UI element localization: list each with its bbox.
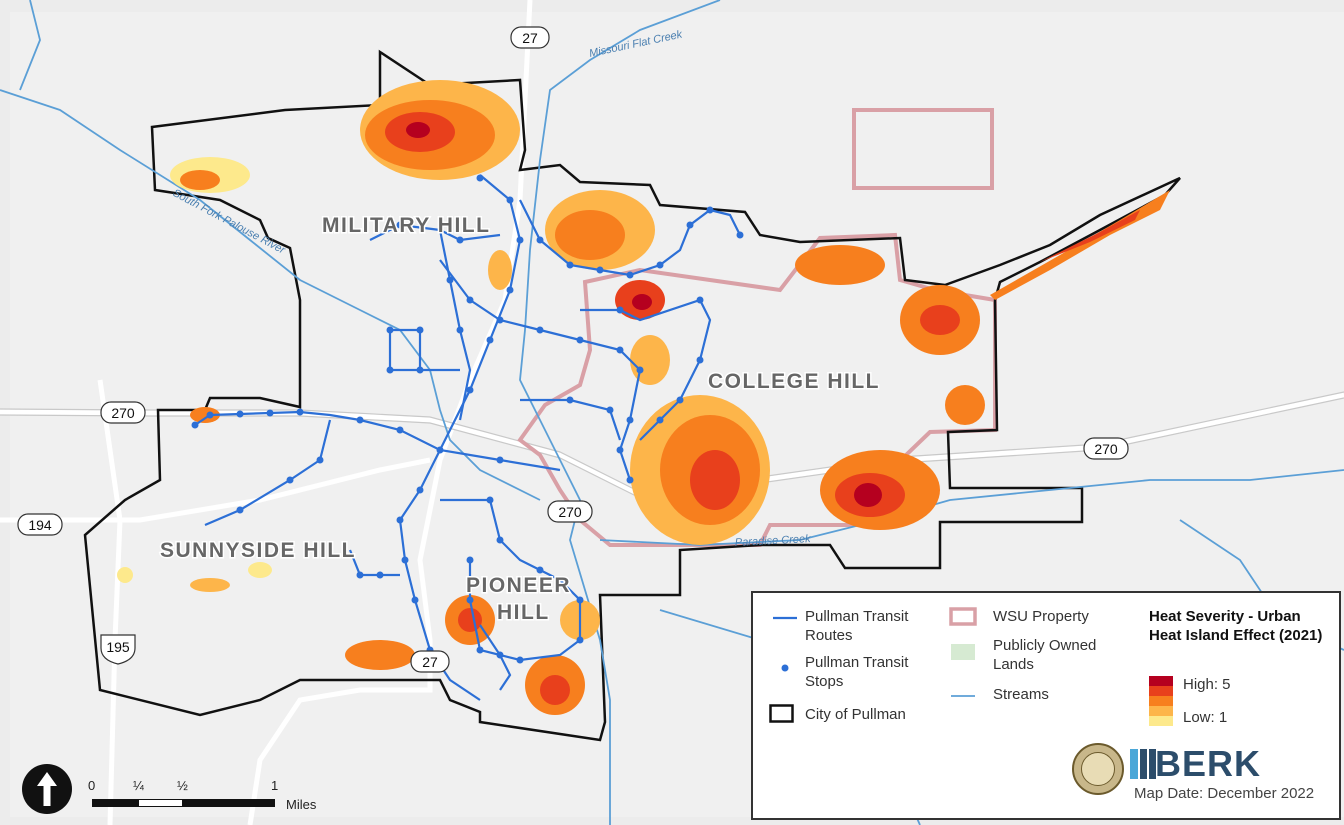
legend-stops-label: Pullman Transit Stops xyxy=(805,654,909,690)
legend-public-symbol xyxy=(951,644,975,660)
scale-segment-2 xyxy=(138,799,183,807)
legend-public-label: Publicly Owned Lands xyxy=(993,637,1097,673)
transit-stops xyxy=(191,174,744,664)
shield-270-west: 270 xyxy=(100,401,146,424)
scale-tick-1: 1 xyxy=(271,778,279,793)
legend-heat-title: Heat Severity - Urban Heat Island Effect… xyxy=(1149,608,1323,644)
highway-edges xyxy=(0,391,1344,504)
legend-heat-high: High: 5 xyxy=(1183,676,1231,693)
legend-wsu-symbol xyxy=(949,607,977,626)
berk-logo-text: BERK xyxy=(1155,743,1262,784)
city-boundary xyxy=(83,49,1181,742)
svg-text:270: 270 xyxy=(558,504,582,520)
label-college-hill: COLLEGE HILL xyxy=(708,370,880,393)
north-arrow-icon xyxy=(22,764,72,814)
shield-27-bottom: 27 xyxy=(410,650,450,673)
svg-text:270: 270 xyxy=(111,405,135,421)
shield-270-center: 270 xyxy=(547,500,593,523)
scale-unit: Miles xyxy=(286,797,317,812)
heat-island-layer xyxy=(117,80,1170,715)
map-date: Map Date: December 2022 xyxy=(1134,785,1315,802)
legend-wsu-label: WSU Property xyxy=(993,608,1089,625)
label-pioneer: PIONEER xyxy=(466,574,571,597)
svg-text:195: 195 xyxy=(106,639,130,655)
legend-stop-symbol xyxy=(781,664,789,672)
label-military-hill: MILITARY HILL xyxy=(322,214,490,237)
route-shields: 27 27 270 270 270 194 195 xyxy=(17,26,1129,673)
berk-logo-icon xyxy=(1130,749,1156,779)
label-hill: HILL xyxy=(497,601,550,624)
label-paradise-creek: Paradise Creek xyxy=(735,533,812,549)
shield-27-top: 27 xyxy=(510,26,550,49)
svg-text:27: 27 xyxy=(422,654,438,670)
legend-heat-ramp xyxy=(1149,676,1173,726)
legend-routes-label: Pullman Transit Routes xyxy=(805,608,909,644)
svg-text:270: 270 xyxy=(1094,441,1118,457)
legend-route-symbol xyxy=(773,616,797,620)
svg-text:194: 194 xyxy=(28,517,52,533)
scale-tick-0: 0 xyxy=(88,778,96,793)
svg-text:27: 27 xyxy=(522,30,538,46)
scale-tick-half: ½ xyxy=(177,778,188,793)
label-sunnyside-hill: SUNNYSIDE HILL xyxy=(160,539,356,562)
shield-270-east: 270 xyxy=(1083,437,1129,460)
city-seal-icon xyxy=(1072,743,1124,795)
scale-segment-3 xyxy=(183,799,275,807)
legend-city-symbol xyxy=(769,704,794,723)
scale-segment-1 xyxy=(92,799,138,807)
legend-streams-label: Streams xyxy=(993,686,1049,703)
legend-city-label: City of Pullman xyxy=(805,706,906,723)
scale-tick-quarter: ¼ xyxy=(133,778,144,793)
place-labels: MILITARY HILL COLLEGE HILL SUNNYSIDE HIL… xyxy=(159,213,881,626)
legend-heat-low: Low: 1 xyxy=(1183,709,1228,726)
map-legend: Pullman Transit Routes Pullman Transit S… xyxy=(751,591,1341,820)
shield-194: 194 xyxy=(17,513,63,536)
legend-stream-symbol xyxy=(951,695,975,697)
shield-195: 195 xyxy=(100,634,136,665)
